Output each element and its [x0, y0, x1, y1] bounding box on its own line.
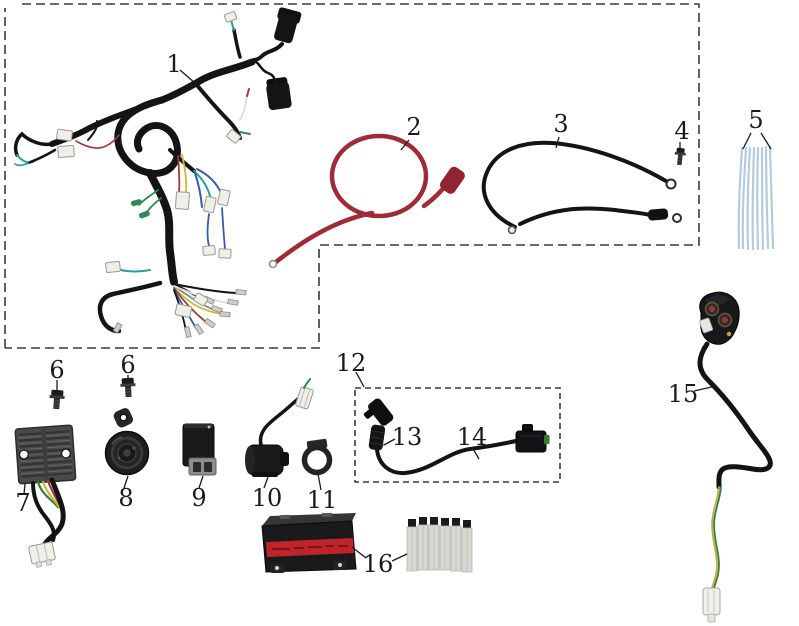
part-label-4: 4: [674, 117, 690, 145]
part-label-11: 11: [306, 486, 338, 514]
cable-ties-illustration: [737, 145, 775, 251]
part-label-9: 9: [191, 484, 207, 512]
ring-terminal-icon: [507, 225, 517, 235]
part-label-10: 10: [251, 484, 283, 512]
wiring-harness-illustration: [13, 7, 302, 338]
part-label-6b: 6: [120, 351, 136, 379]
bolt-illustration: [120, 377, 136, 398]
bullet-connector-icon: [130, 199, 142, 207]
mounting-hole-icon: [60, 448, 72, 459]
switch-connector-icon: [702, 587, 721, 623]
mounting-hole-icon: [18, 449, 30, 460]
ignition-switch-illustration: [697, 291, 773, 623]
fuse-icon: [428, 517, 440, 571]
clamp-ring-illustration: [301, 438, 333, 476]
cable-boot-icon: [647, 208, 669, 221]
cdi-unit-illustration: [182, 423, 217, 476]
ring-terminal-icon: [665, 178, 677, 190]
bolt-illustration: [49, 389, 65, 410]
assembly-dashed-box: [354, 387, 561, 483]
part-label-15: 15: [667, 380, 699, 408]
part-label-1: 1: [166, 50, 182, 78]
part-label-6a: 6: [49, 356, 65, 384]
fuse-icon: [406, 519, 418, 572]
battery-illustration: [261, 512, 357, 573]
part-label-16: 16: [362, 550, 394, 578]
harness-boot-icon: [266, 77, 292, 110]
spark-plug-lead-illustration: [363, 398, 550, 476]
ring-terminal-icon: [268, 259, 278, 269]
ignition-coil-illustration: [245, 378, 314, 477]
red-battery-cable-illustration: [268, 133, 465, 269]
lead-coil-end-icon: [515, 424, 550, 453]
part-label-3: 3: [553, 110, 569, 138]
harness-connector-icon: [295, 386, 314, 410]
red-terminal-boot-icon: [439, 166, 465, 194]
part-label-7: 7: [15, 489, 31, 517]
part-label-2: 2: [406, 113, 422, 141]
part-label-5: 5: [748, 106, 764, 134]
harness-boot-icon: [274, 7, 302, 44]
horn-illustration: [104, 408, 150, 476]
part-label-13: 13: [391, 423, 423, 451]
part-label-14: 14: [456, 423, 488, 451]
spark-plug-cap-icon: [363, 398, 394, 451]
mounting-hole-icon: [119, 413, 128, 422]
bullet-connector-icon: [138, 210, 150, 219]
fuse-icon: [417, 517, 429, 571]
fuse-icon: [450, 518, 462, 572]
harness-connector-icon: [28, 541, 56, 568]
part-label-12: 12: [335, 349, 367, 377]
leader-lines: [23, 69, 772, 562]
fuse-icon: [439, 518, 451, 571]
fuse-icon: [461, 520, 473, 573]
fuses-illustration: [406, 517, 473, 573]
main-dashed-border: [4, 3, 700, 349]
regulator-rectifier-illustration: [14, 424, 77, 568]
black-ground-cable-illustration: [481, 140, 682, 235]
ring-terminal-icon: [672, 213, 682, 223]
part-label-8: 8: [118, 484, 134, 512]
